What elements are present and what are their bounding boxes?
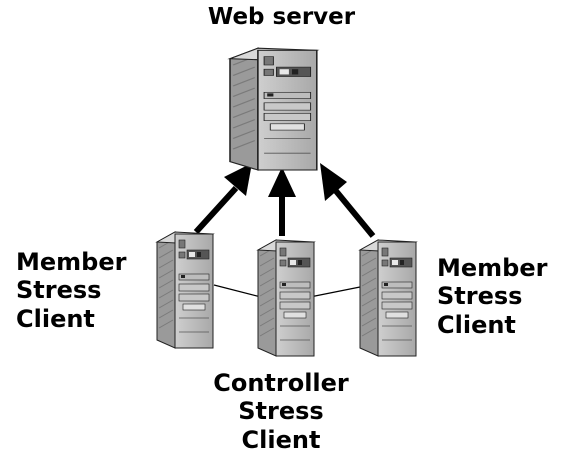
link-controller-member-right [304,284,371,299]
arrow-member-left-to-server [193,163,252,235]
web-server-label: Web server [207,4,356,30]
arrow-controller-to-server [268,167,296,236]
member-right-server-icon [359,239,417,357]
controller-label: Controller Stress Client [213,369,349,454]
member-left-server-icon [156,231,214,349]
link-controller-member-left [213,284,266,299]
member-left-label: Member Stress Client [16,248,127,333]
arrow-member-right-to-server [320,163,376,238]
member-right-label: Member Stress Client [437,254,548,339]
controller-server-icon [257,239,315,357]
web-server-icon [229,47,318,171]
